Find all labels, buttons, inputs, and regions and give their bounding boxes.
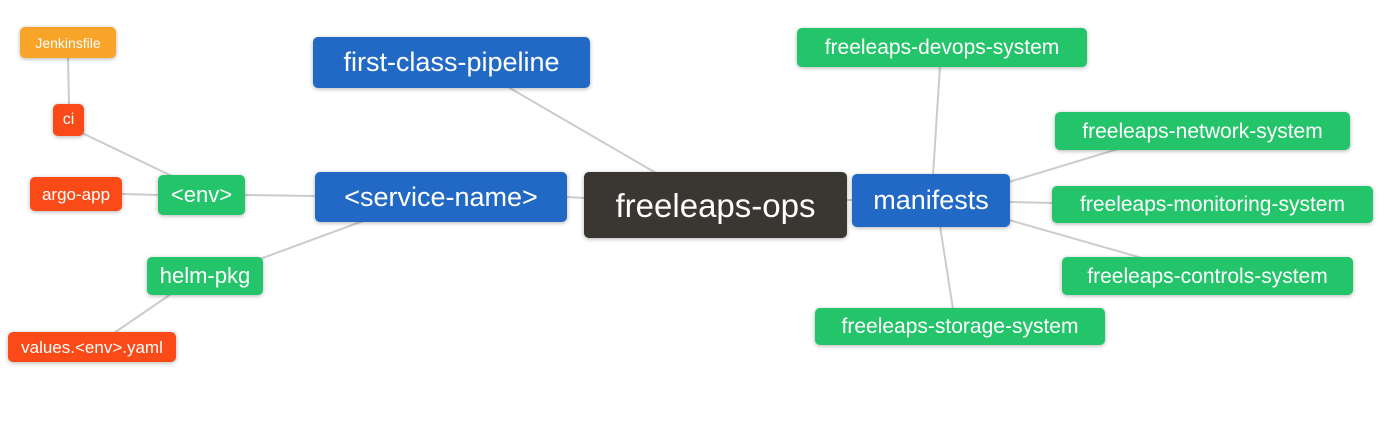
node-freeleaps-controls-system[interactable]: freeleaps-controls-system (1062, 257, 1353, 295)
edge-argoapp-env (120, 193, 160, 196)
node-helm-pkg[interactable]: helm-pkg (147, 257, 263, 295)
node-jenkinsfile[interactable]: Jenkinsfile (20, 27, 116, 58)
node-first-class-pipeline[interactable]: first-class-pipeline (313, 37, 590, 88)
edge-pipeline-ops (507, 86, 657, 174)
node-freeleaps-network-system[interactable]: freeleaps-network-system (1055, 112, 1350, 150)
node-argo-app[interactable]: argo-app (30, 177, 122, 211)
edge-service-helmpkg (259, 220, 364, 260)
edge-service-ops (565, 196, 586, 199)
node-freeleaps-monitoring-system[interactable]: freeleaps-monitoring-system (1052, 186, 1373, 223)
edge-jenkinsfile-ci (67, 56, 70, 106)
node-service-name[interactable]: <service-name> (315, 172, 567, 222)
edge-manifests-network (1008, 148, 1119, 183)
node-freeleaps-devops-system[interactable]: freeleaps-devops-system (797, 28, 1087, 67)
edge-manifests-devops (932, 65, 941, 176)
edge-manifests-storage (939, 225, 954, 310)
edge-env-service (243, 194, 317, 197)
edge-manifests-monitoring (1008, 201, 1054, 204)
edge-manifests-controls (1008, 219, 1143, 259)
node-freeleaps-ops-root[interactable]: freeleaps-ops (584, 172, 847, 238)
node-env[interactable]: <env> (158, 175, 245, 215)
edge-helmpkg-values (113, 293, 172, 334)
node-manifests[interactable]: manifests (852, 174, 1010, 227)
node-ci[interactable]: ci (53, 104, 84, 136)
node-values-env-yaml[interactable]: values.<env>.yaml (8, 332, 176, 362)
node-freeleaps-storage-system[interactable]: freeleaps-storage-system (815, 308, 1105, 345)
edge-ci-env (79, 131, 177, 179)
